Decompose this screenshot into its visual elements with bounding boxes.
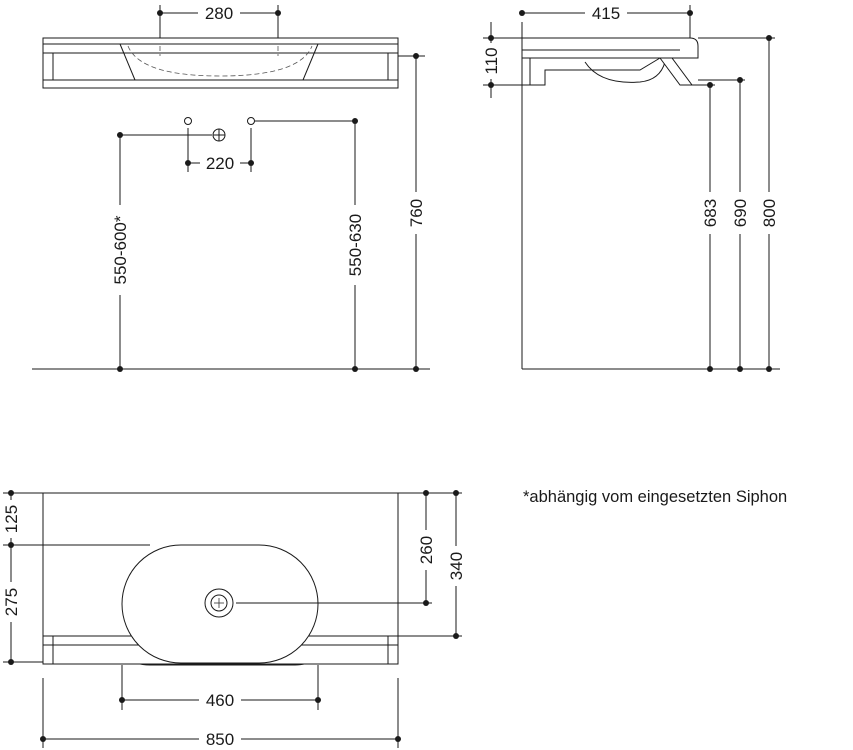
dim-bowl-length: 460: [206, 691, 234, 710]
side-handle: [659, 57, 693, 86]
dim-total-width: 850: [206, 730, 234, 749]
dim-edge-to-bowl: 125: [2, 505, 21, 533]
top-drain-outer: [204, 588, 234, 618]
dim-total-depth: 340: [447, 552, 466, 580]
dim-drain-depth: 260: [417, 536, 436, 564]
dim-depth: 415: [592, 4, 620, 23]
dim-height-mid: 550-630: [346, 214, 365, 276]
dim-bowl-to-front: 275: [2, 588, 21, 616]
tap-hole-left: [184, 117, 192, 125]
dim-height-a: 683: [701, 199, 720, 227]
dim-height-left: 550-600*: [111, 215, 130, 284]
top-bowl: [121, 544, 319, 664]
dim-tap-spacing: 220: [206, 154, 234, 173]
dim-bowl-width: 280: [205, 4, 233, 23]
dim-thickness: 110: [482, 47, 501, 74]
side-basin-body: [521, 37, 699, 59]
dim-height-b: 690: [731, 199, 750, 227]
footnote: *abhängig vom eingesetzten Siphon: [523, 488, 787, 506]
top-view: 125 275 260 340 460 850: [1, 490, 466, 749]
side-view: 415 110 683 690 800: [481, 2, 780, 372]
front-view: 280 220 550-600* 550-630: [32, 2, 430, 372]
dim-height-total: 760: [407, 199, 426, 227]
tap-hole-right: [247, 117, 255, 125]
dim-height-c: 800: [760, 199, 779, 227]
side-siphon: [584, 61, 666, 83]
top-drain-inner: [210, 594, 228, 612]
